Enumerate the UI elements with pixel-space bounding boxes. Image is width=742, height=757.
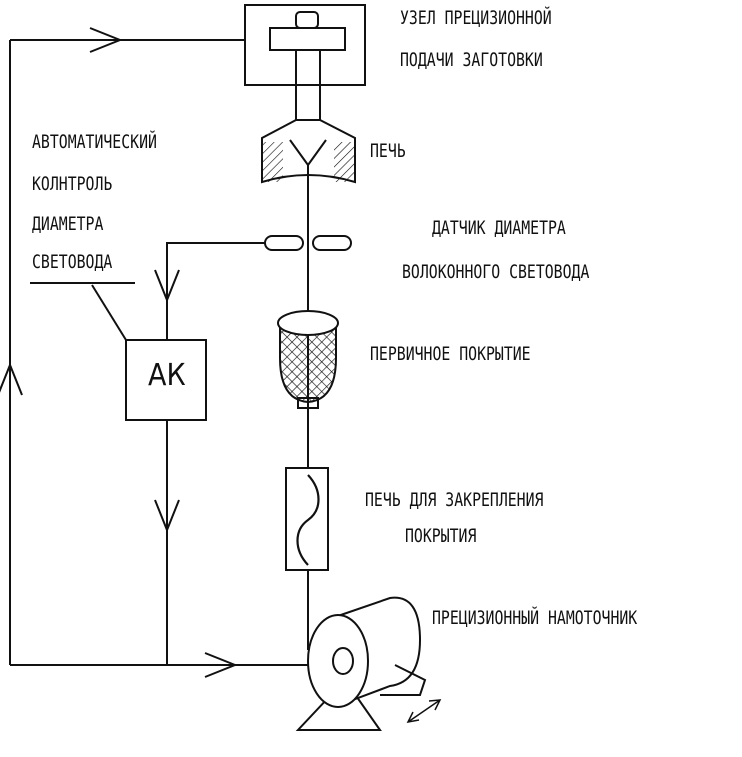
label-auto-control-line2: КОЛНТРОЛЬ	[32, 173, 113, 195]
label-auto-control-line3: ДИАМЕТРА	[32, 213, 104, 235]
label-furnace: ПЕЧЬ	[370, 140, 406, 162]
label-curing-furnace-line2: ПОКРЫТИЯ	[405, 525, 477, 547]
controller-box-label: АК	[148, 358, 186, 393]
winder	[295, 596, 442, 731]
label-diameter-sensor-line2: ВОЛОКОННОГО СВЕТОВОДА	[402, 261, 590, 283]
label-curing-furnace-line1: ПЕЧЬ ДЛЯ ЗАКРЕПЛЕНИЯ	[365, 489, 544, 511]
feed-unit	[244, 4, 366, 120]
label-feed-unit-line2: ПОДАЧИ ЗАГОТОВКИ	[400, 49, 543, 71]
label-auto-control-line4: СВЕТОВОДА	[32, 251, 113, 273]
feedback-lines	[0, 27, 308, 678]
furnace	[261, 119, 356, 184]
curing-furnace	[285, 467, 329, 571]
coating-cup	[277, 310, 339, 409]
label-primary-coating: ПЕРВИЧНОЕ ПОКРЫТИЕ	[370, 343, 531, 365]
label-feed-unit-line1: УЗЕЛ ПРЕЦИЗИОННОЙ	[400, 7, 552, 29]
label-auto-control-line1: АВТОМАТИЧЕСКИЙ	[32, 131, 157, 153]
label-winder: ПРЕЦИЗИОННЫЙ НАМОТОЧНИК	[432, 607, 638, 629]
label-diameter-sensor-line1: ДАТЧИК ДИАМЕТРА	[432, 217, 566, 239]
